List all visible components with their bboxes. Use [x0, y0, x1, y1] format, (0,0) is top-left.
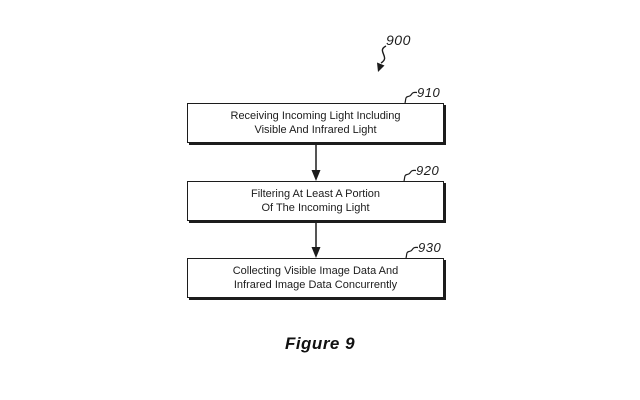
step-910-text-line1: Receiving Incoming Light Including — [230, 110, 401, 122]
figure-reference-number: 900 — [386, 32, 411, 48]
step-930-text-line1: Collecting Visible Image Data And — [232, 265, 399, 277]
leader-hook-icon — [404, 91, 418, 104]
step-910-reference-number: 910 — [417, 85, 441, 100]
step-930-reference-number: 930 — [418, 240, 442, 255]
figure-caption: Figure 9 — [284, 334, 356, 353]
flow-step-box-930: Collecting Visible Image Data And Infrar… — [187, 258, 444, 298]
step-920-text-line2: Of The Incoming Light — [261, 202, 370, 214]
flow-step-box-910: Receiving Incoming Light Including Visib… — [187, 103, 444, 143]
step-930-text-line2: Infrared Image Data Concurrently — [233, 279, 398, 291]
squiggly-arrow-down-icon — [377, 45, 387, 72]
flow-step-box-920: Filtering At Least A Portion Of The Inco… — [187, 181, 444, 221]
leader-hook-icon — [405, 246, 419, 259]
arrow-down-icon — [311, 222, 321, 258]
leader-hook-icon — [403, 169, 417, 182]
arrow-down-icon — [311, 143, 321, 181]
step-920-text-line1: Filtering At Least A Portion — [250, 188, 381, 200]
step-920-reference-number: 920 — [416, 163, 440, 178]
step-910-text-line2: Visible And Infrared Light — [254, 124, 377, 136]
